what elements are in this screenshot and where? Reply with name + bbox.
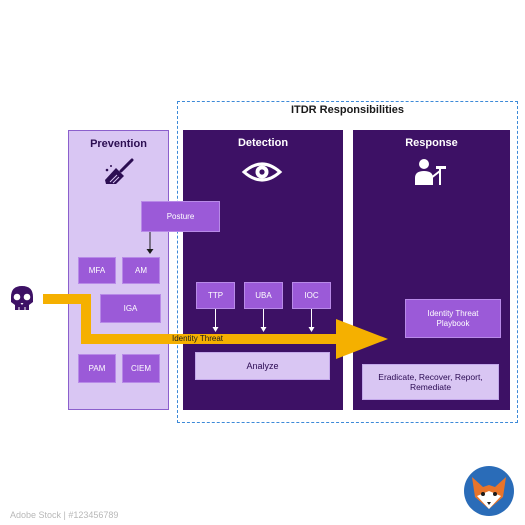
detection-title: Detection (237, 137, 289, 149)
ttp-box: TTP (196, 282, 235, 309)
fox-logo-icon (463, 465, 515, 517)
stock-watermark: Adobe Stock | #123456789 (10, 510, 119, 520)
am-box: AM (122, 257, 160, 284)
ioc-box: IOC (292, 282, 331, 309)
posture-box: Posture (141, 201, 220, 232)
responder-icon (413, 157, 449, 187)
analyze-box: Analyze (195, 352, 330, 380)
flow-label: Identity Threat (172, 334, 223, 343)
response-title: Response (405, 137, 458, 149)
playbook-box: Identity Threat Playbook (405, 299, 501, 338)
remediate-box: Eradicate, Recover, Report, Remediate (362, 364, 499, 400)
eye-icon (241, 158, 283, 186)
uba-box: UBA (244, 282, 283, 309)
prevention-title: Prevention (90, 138, 147, 150)
skull-icon (6, 283, 38, 315)
iga-box: IGA (100, 294, 161, 323)
mfa-box: MFA (78, 257, 116, 284)
broom-icon (102, 158, 136, 186)
ciem-box: CIEM (122, 354, 160, 383)
itdr-title: ITDR Responsibilities (290, 104, 405, 116)
identity-threat-flow-arrow (43, 294, 388, 359)
itdr-frame (177, 101, 518, 423)
pam-box: PAM (78, 354, 116, 383)
